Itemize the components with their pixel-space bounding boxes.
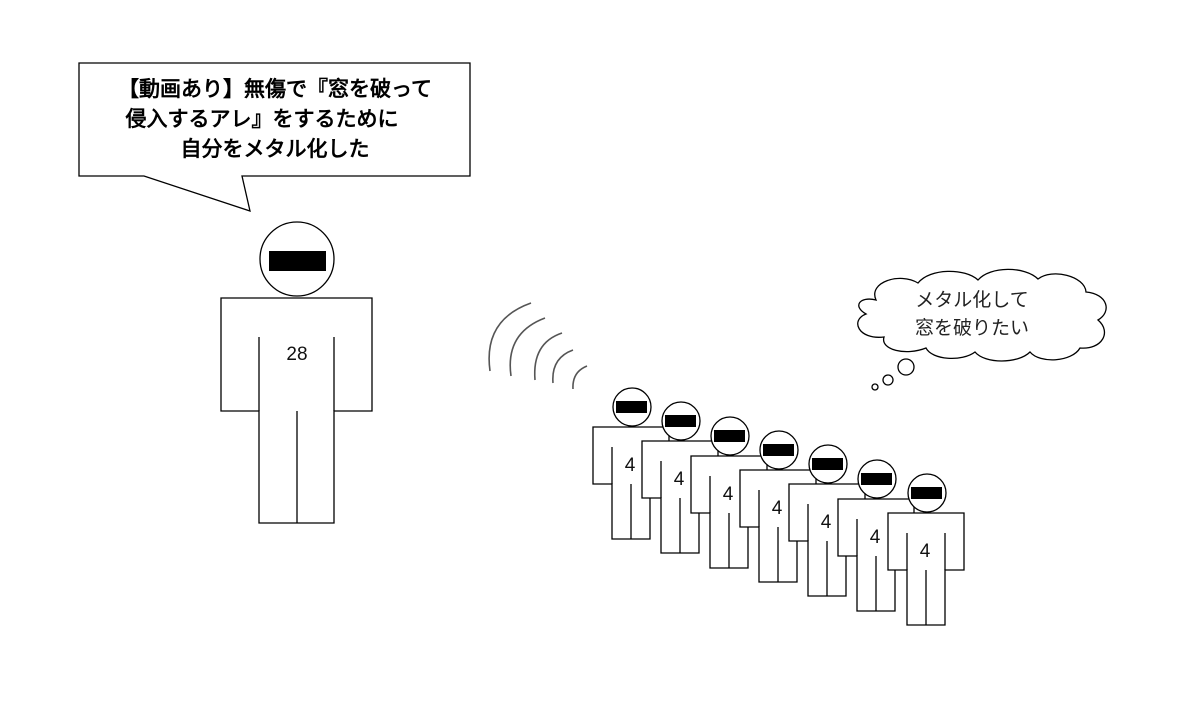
thought-bubble-small [871,383,879,391]
follower-group: 4 4 4 4 [592,387,965,626]
follower-eye-bar [861,473,892,485]
cloud-line-2: 窓を破りたい [915,317,1029,339]
main-figure-label: 28 [286,344,307,365]
callout-line-3: 自分をメタル化した [181,137,370,161]
callout-line-1: 【動画あり】無傷で『窓を破って [118,77,432,101]
follower-label: 4 [674,469,685,490]
signal-waves-icon [488,302,588,390]
follower-figure: 4 [887,473,965,626]
follower-label: 4 [870,527,881,548]
main-figure-eye-bar [269,251,326,271]
follower-label: 4 [772,498,783,519]
follower-label: 4 [625,455,636,476]
follower-label: 4 [821,512,832,533]
follower-eye-bar [763,444,794,456]
speech-callout: 【動画あり】無傷で『窓を破って 侵入するアレ』をするために 自分をメタル化した [78,62,471,212]
follower-eye-bar [911,487,942,499]
cloud-shape [857,268,1107,362]
cloud-line-1: メタル化して [915,289,1028,311]
thought-cloud: メタル化して 窓を破りたい [857,268,1107,391]
follower-eye-bar [812,458,843,470]
thought-bubble-large [897,358,915,376]
callout-box [78,62,471,212]
callout-line-2: 侵入するアレ』をするために [125,107,399,131]
follower-label: 4 [920,541,931,562]
follower-eye-bar [714,430,745,442]
main-figure: 28 [220,221,373,524]
follower-figure: 4 [641,401,719,554]
follower-eye-bar [616,401,647,413]
follower-eye-bar [665,415,696,427]
thought-bubble-medium [882,374,894,386]
follower-label: 4 [723,484,734,505]
